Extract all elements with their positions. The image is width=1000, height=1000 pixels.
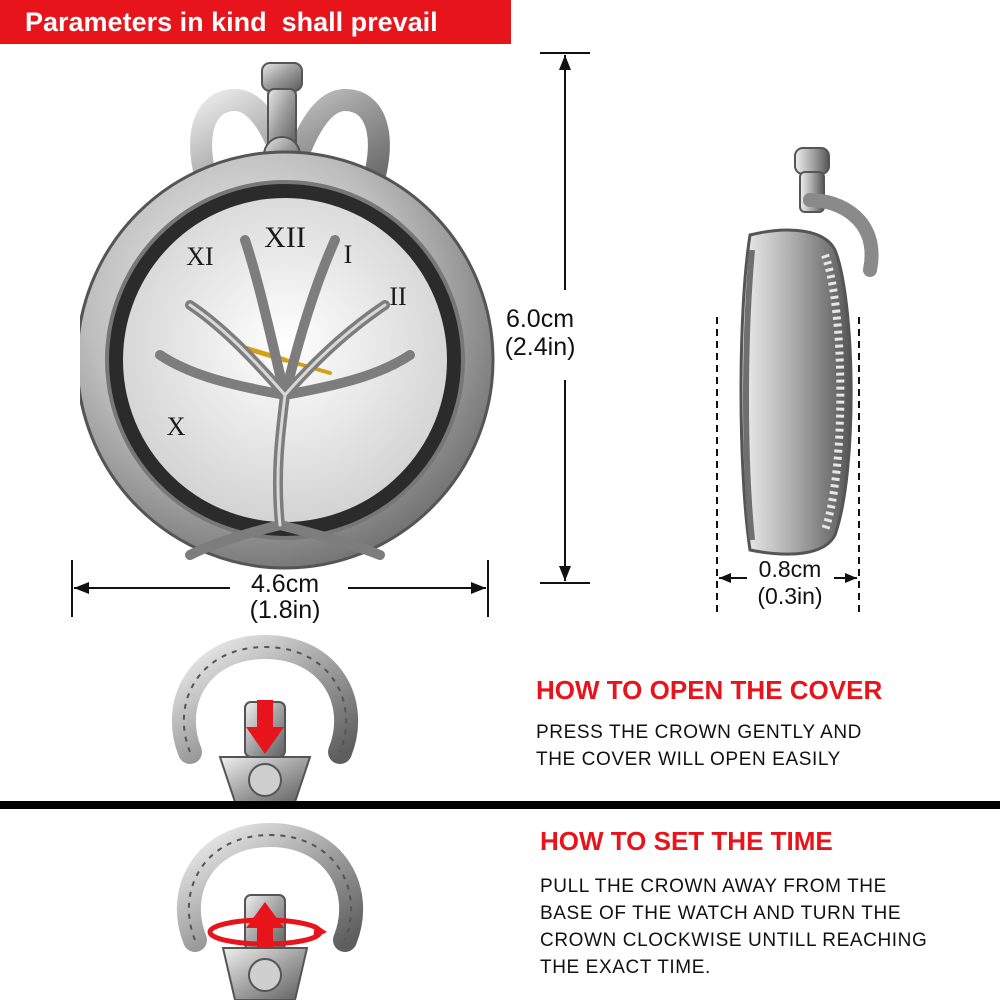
- dial-numeral-xi: XI: [186, 242, 213, 271]
- open-cover-heading: HOW TO OPEN THE COVER: [536, 675, 883, 705]
- set-time-line-2: BASE OF THE WATCH AND TURN THE: [540, 903, 902, 924]
- watch-side-image: [739, 147, 879, 556]
- dial-numeral-i: I: [344, 240, 353, 269]
- watch-front-image: XII I II X XI: [80, 62, 495, 570]
- thickness-metric-label: 0.8cm: [758, 556, 822, 582]
- thickness-imperial-label: (0.3in): [757, 583, 823, 609]
- open-cover-line-1: PRESS THE CROWN GENTLY AND: [536, 722, 862, 743]
- width-metric-label: 4.6cm: [250, 570, 320, 598]
- set-time-heading: HOW TO SET THE TIME: [540, 826, 833, 856]
- set-time-line-1: PULL THE CROWN AWAY FROM THE: [540, 876, 887, 897]
- set-time-line-4: THE EXACT TIME.: [540, 957, 711, 978]
- open-cover-line-2: THE COVER WILL OPEN EASILY: [536, 749, 841, 770]
- crown-press-image: [171, 634, 359, 802]
- width-imperial-label: (1.8in): [249, 596, 321, 624]
- thickness-dimension-line: [716, 317, 860, 613]
- header-banner: Parameters in kind shall prevail: [0, 0, 511, 44]
- section-divider: [0, 801, 1000, 809]
- set-time-line-3: CROWN CLOCKWISE UNTILL REACHING: [540, 930, 928, 951]
- press-down-arrow-icon: [246, 700, 284, 754]
- crown-turn-image: [176, 822, 364, 1000]
- height-imperial-label: (2.4in): [504, 333, 576, 361]
- dial-numeral-ii: II: [389, 282, 406, 311]
- dial-numeral-xii: XII: [264, 221, 306, 254]
- height-dimension-line: [540, 52, 590, 584]
- height-metric-label: 6.0cm: [505, 305, 575, 333]
- dial-numeral-x: X: [167, 412, 186, 441]
- width-dimension-line: [71, 560, 489, 617]
- pull-up-arrow-icon: [246, 902, 284, 948]
